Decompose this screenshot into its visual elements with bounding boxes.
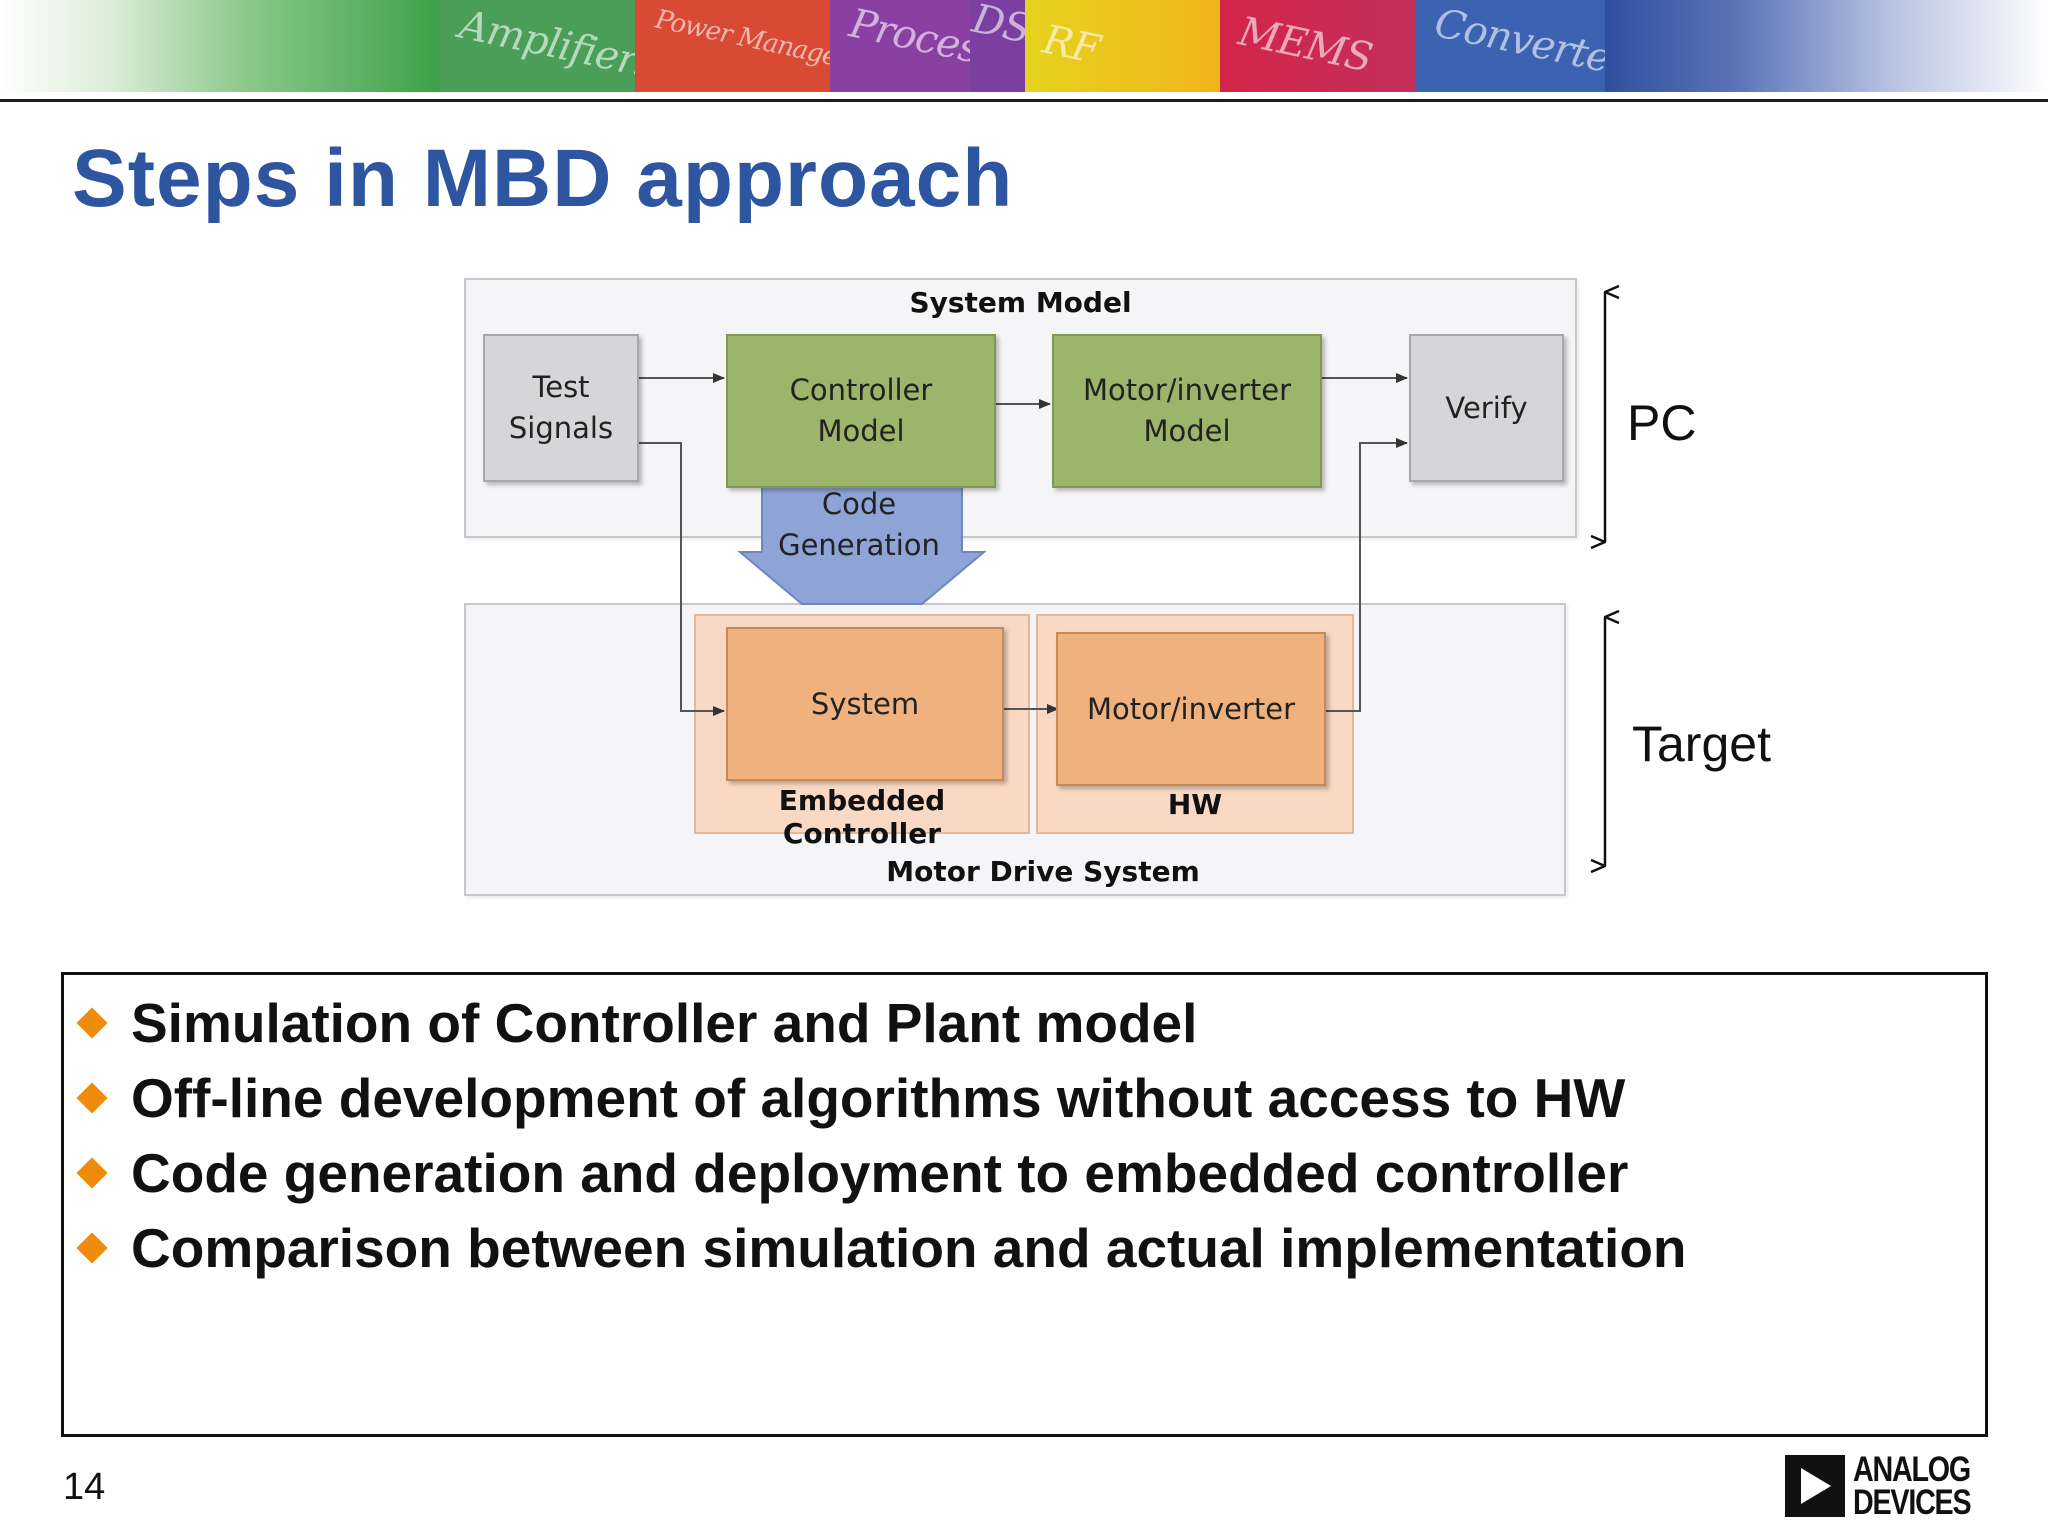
logo-text: ANALOG DEVICES	[1853, 1450, 1972, 1522]
analog-devices-logo: ANALOG DEVICES	[1785, 1450, 1995, 1522]
banner-tile-power-management: Power Management	[635, 0, 830, 92]
bullet-text: Simulation of Controller and Plant model	[131, 992, 1198, 1054]
code-generation-label: Code Generation	[778, 487, 940, 562]
motor-inverter-label: Motor/inverter	[1086, 691, 1296, 726]
bullet-text: Off-line development of algorithms witho…	[131, 1067, 1626, 1129]
system-label: System	[810, 686, 920, 721]
header-banner: Amplifiers Power Management Processors D…	[0, 0, 2048, 92]
system-block: System	[726, 627, 1004, 781]
system-model-title: System Model	[909, 286, 1132, 319]
banner-tile-dsp: DSP	[970, 0, 1025, 92]
bullet-diamond-icon	[76, 1082, 108, 1114]
bullet-diamond-icon	[76, 1007, 108, 1039]
bullet-item: Comparison between simulation and actual…	[64, 1216, 1687, 1280]
banner-fade-left	[0, 0, 444, 92]
code-generation-arrow	[737, 483, 987, 605]
pc-label: PC	[1627, 395, 1697, 451]
logo-text-line2: DEVICES	[1853, 1483, 1972, 1522]
controller-model-block: Controller Model	[726, 334, 996, 488]
bullet-list-box: Simulation of Controller and Plant model…	[61, 972, 1988, 1437]
banner-tile-processors: Processors	[830, 0, 970, 92]
motor-drive-system-title: Motor Drive System	[886, 855, 1200, 888]
motor-inverter-model-label: Motor/inverter Model	[1082, 373, 1292, 448]
motor-inverter-block: Motor/inverter	[1056, 632, 1326, 786]
test-signals-block: Test Signals	[483, 334, 639, 482]
bullet-diamond-icon	[76, 1157, 108, 1189]
connector-test-to-system	[636, 442, 725, 716]
system-model-panel: System Model	[464, 278, 1577, 538]
motor-inverter-model-block: Motor/inverter Model	[1052, 334, 1322, 488]
test-signals-label: Test Signals	[508, 370, 614, 445]
bullet-diamond-icon	[76, 1232, 108, 1264]
header-divider	[0, 99, 2048, 102]
logo-text-line1: ANALOG	[1853, 1450, 1971, 1489]
bullet-text: Comparison between simulation and actual…	[131, 1217, 1687, 1279]
bullet-item: Off-line development of algorithms witho…	[64, 1066, 1625, 1130]
embedded-controller-label: Embedded Controller	[778, 784, 946, 850]
verify-block: Verify	[1409, 334, 1564, 482]
banner-tile-mems: MEMS	[1220, 0, 1415, 92]
connector-hw-to-verify	[1324, 438, 1408, 712]
controller-model-label: Controller Model	[789, 373, 933, 448]
bullet-text: Code generation and deployment to embedd…	[131, 1142, 1629, 1204]
slide-title: Steps in MBD approach	[72, 133, 1014, 224]
analog-devices-triangle-icon	[1785, 1455, 1845, 1517]
banner-fade-right	[1605, 0, 2048, 92]
verify-label: Verify	[1445, 390, 1528, 425]
target-label: Target	[1632, 716, 1771, 772]
bullet-item: Simulation of Controller and Plant model	[64, 991, 1197, 1055]
hw-label: HW	[1167, 788, 1223, 821]
banner-tile-converters: Converters	[1415, 0, 1607, 92]
bullet-item: Code generation and deployment to embedd…	[64, 1141, 1628, 1205]
page-number: 14	[63, 1466, 106, 1508]
banner-tile-rf: RF	[1025, 0, 1220, 92]
banner-tile-amplifiers: Amplifiers	[440, 0, 635, 92]
